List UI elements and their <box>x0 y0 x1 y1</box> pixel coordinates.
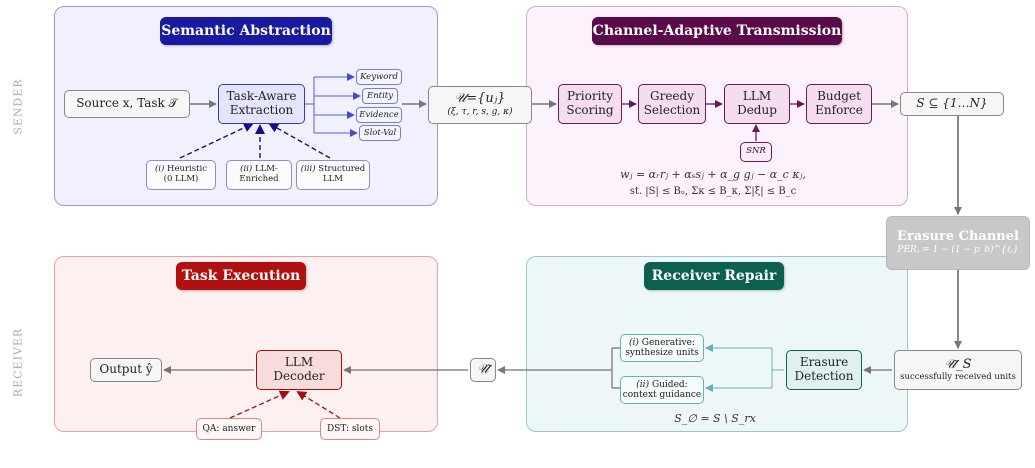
unit-type-slot-val: Slot-Val <box>359 125 401 141</box>
units-box: 𝒰={uⱼ} (ξ, τ, r, s, g, κ) <box>428 86 532 124</box>
snr-box: SNR <box>740 142 772 162</box>
received-units-caption: successfully received units <box>900 371 1016 382</box>
unit-type-evidence: Evidence <box>356 107 402 123</box>
extraction-line-1: Task-Aware <box>226 89 297 104</box>
transmission-title: Channel-Adaptive Transmission <box>592 17 842 45</box>
priority-formula: wⱼ = αᵣrⱼ + αₛsⱼ + α_g gⱼ − α_c κⱼ, <box>620 168 806 181</box>
task-aware-extraction-box: Task-Aware Extraction <box>218 84 305 124</box>
erasure-channel-title: Erasure Channel <box>897 229 1019 245</box>
received-units-box: 𝒰̃_S successfully received units <box>894 350 1022 390</box>
receiver-repair-title: Receiver Repair <box>644 262 784 290</box>
dst-slots-box: DST: slots <box>320 418 380 440</box>
units-set: 𝒰={uⱼ} <box>454 91 506 107</box>
erasure-channel-formula: PERⱼ = 1 − (1 − p_b)^{ℓⱼ} <box>897 245 1019 256</box>
source-box: Source x, Task 𝒯 <box>64 90 190 118</box>
budget-constraint: st. |S| ≤ Bᵤ, Σκ ≤ B_κ, Σ|ξ| ≤ B_c <box>629 186 797 197</box>
repaired-units-box: 𝒰̂ <box>470 358 496 382</box>
selected-set-box: S ⊆ {1…N} <box>900 92 1004 116</box>
generative-repair-box: (i) Generative: synthesize units <box>620 334 704 362</box>
guided-repair-box: (ii) Guided: context guidance <box>620 376 704 404</box>
output-box: Output ŷ <box>90 358 162 382</box>
mode-heuristic-box: (i) Heuristic (0 LLM) <box>146 160 216 190</box>
qa-answer-box: QA: answer <box>196 418 262 440</box>
mode-llm-enriched-box: (ii) LLM- Enriched <box>226 160 292 190</box>
task-execution-title: Task Execution <box>176 262 306 290</box>
semantic-abstraction-title: Semantic Abstraction <box>160 17 332 45</box>
units-tuple: (ξ, τ, r, s, g, κ) <box>447 107 513 118</box>
missing-set-formula: S_∅ = S \ S_rx <box>674 412 756 425</box>
mode-structured-llm-box: (iii) Structured LLM <box>296 160 370 190</box>
unit-type-keyword: Keyword <box>356 69 402 85</box>
unit-type-entity: Entity <box>362 88 398 104</box>
extraction-line-2: Extraction <box>229 103 294 117</box>
received-units-symbol: 𝒰̃_S <box>944 356 972 372</box>
erasure-channel-box: Erasure Channel PERⱼ = 1 − (1 − p_b)^{ℓⱼ… <box>886 216 1030 270</box>
